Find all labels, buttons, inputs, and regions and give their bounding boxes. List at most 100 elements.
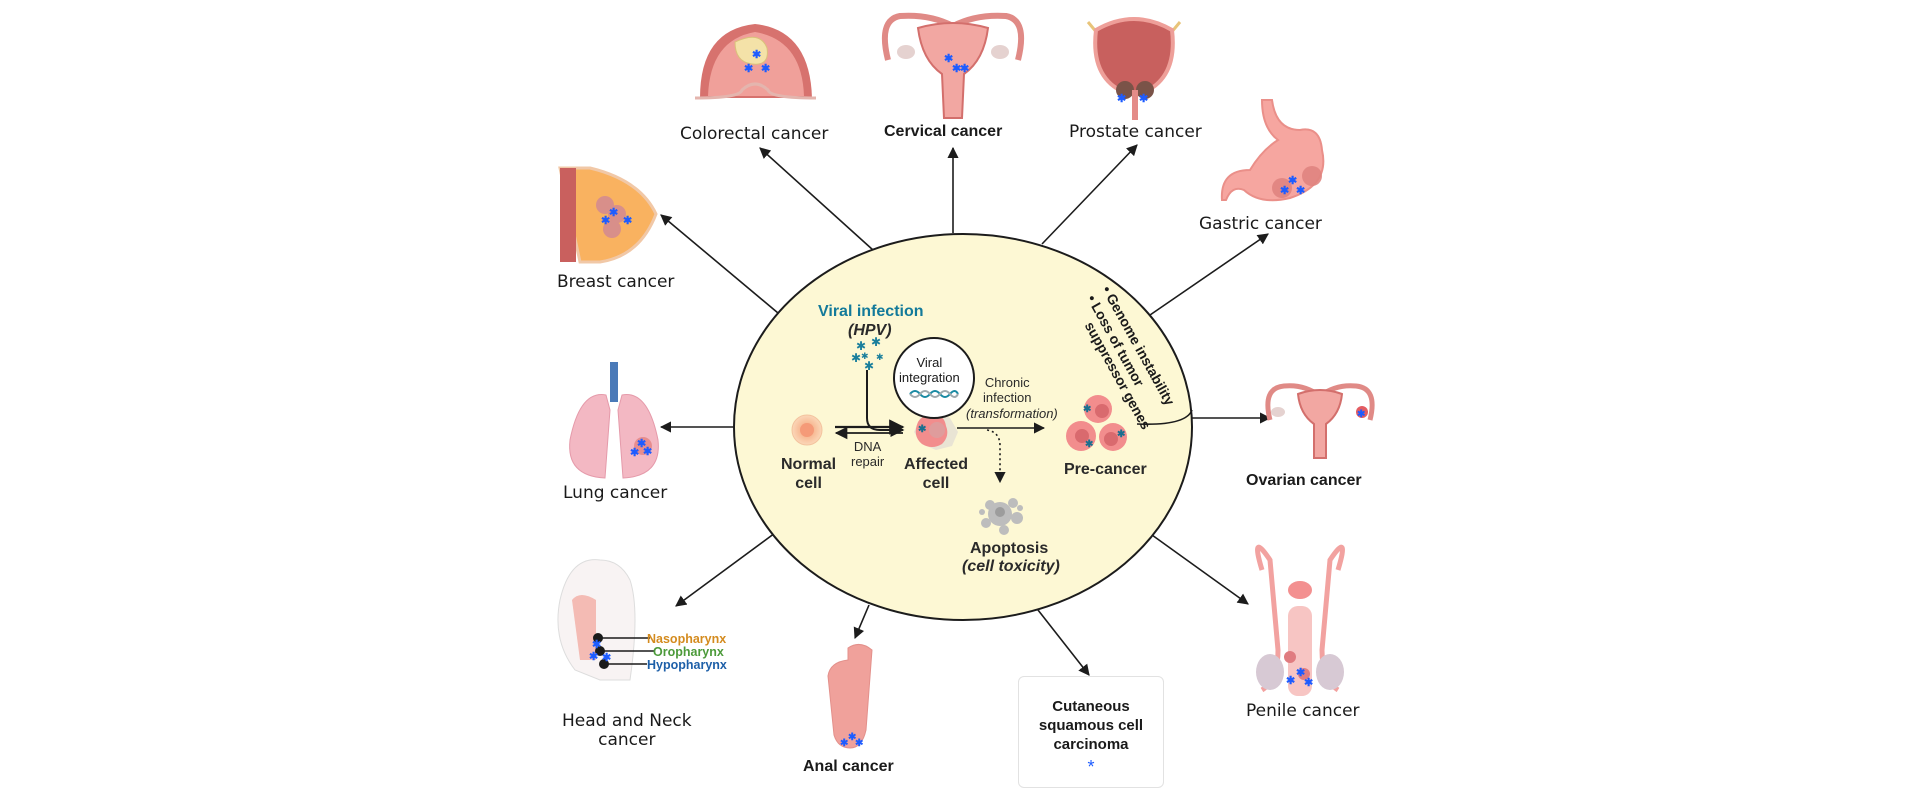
hpv-star-icon: ✱ xyxy=(864,359,874,373)
dna-icon xyxy=(909,390,959,398)
hpv-star-icon: ✱ xyxy=(876,353,884,363)
svg-text:✱: ✱ xyxy=(589,651,598,663)
svg-text:✱: ✱ xyxy=(1304,677,1313,689)
label-viral-integration: Viral integration xyxy=(899,355,960,385)
svg-text:✱: ✱ xyxy=(1280,185,1289,197)
svg-text:✱: ✱ xyxy=(1296,667,1305,679)
label-chronic-line1: Chronic xyxy=(984,375,1030,390)
central-ellipse xyxy=(733,233,1193,621)
svg-text:✱: ✱ xyxy=(848,732,857,743)
outward-arrows xyxy=(659,144,1272,676)
hpv-star-icon: ✱ xyxy=(861,352,869,362)
normal-cell-icon xyxy=(791,414,823,446)
cervical-illustration: ✱ ✱ ✱ xyxy=(882,12,1024,119)
gastric-illustration: ✱ ✱ ✱ xyxy=(1220,99,1325,202)
label-head-neck-line2: cancer xyxy=(598,730,656,750)
svg-text:✱: ✱ xyxy=(1288,175,1297,187)
label-breast-cancer: Breast cancer xyxy=(557,272,675,292)
svg-text:✱: ✱ xyxy=(1139,93,1148,105)
genome-bracket xyxy=(1136,409,1193,426)
svg-text:✱: ✱ xyxy=(1083,404,1092,415)
label-dna-repair: DNA repair xyxy=(851,439,884,469)
svg-text:✱: ✱ xyxy=(1117,93,1126,105)
label-normal-cell-line2: cell xyxy=(795,475,822,492)
arrow-to-breast xyxy=(660,214,779,314)
label-chronic-infection: Chronic infection xyxy=(983,375,1031,405)
svg-text:✱: ✱ xyxy=(630,447,639,459)
label-hpv: (HPV) xyxy=(848,322,892,339)
arrow-to-anal xyxy=(853,604,870,640)
lung-illustration: ✱ ✱ ✱ xyxy=(569,362,659,479)
arrow-to-prostate xyxy=(1041,144,1138,245)
svg-text:✱: ✱ xyxy=(1085,439,1094,450)
svg-text:✱: ✱ xyxy=(1357,409,1366,420)
svg-text:✱: ✱ xyxy=(1296,185,1305,197)
label-penile-cancer: Penile cancer xyxy=(1246,701,1360,721)
label-prostate-cancer: Prostate cancer xyxy=(1069,122,1202,142)
svg-text:✱: ✱ xyxy=(609,207,618,219)
svg-text:✱: ✱ xyxy=(952,63,961,75)
label-normal-cell: Normal cell xyxy=(781,455,836,493)
label-hypopharynx: Hypopharynx xyxy=(647,658,727,672)
arrow-to-penile xyxy=(1151,534,1249,605)
label-dna-repair-line1: DNA xyxy=(853,439,882,454)
label-transformation: (transformation) xyxy=(966,406,1058,421)
pre-cancer-cells-icon: ✱ ✱ ✱ xyxy=(1066,395,1127,451)
hpv-star-icon: ✱ xyxy=(851,351,861,365)
svg-text:✱: ✱ xyxy=(1117,429,1126,440)
cscc-line1: Cutaneous xyxy=(1052,698,1130,715)
label-chronic-line2: infection xyxy=(983,390,1032,405)
label-affected-cell-line2: cell xyxy=(922,475,950,492)
cscc-line3: carcinoma xyxy=(1053,736,1129,753)
cscc-box: Cutaneous squamous cell carcinoma * xyxy=(1018,676,1164,788)
label-oropharynx: Oropharynx xyxy=(653,645,724,659)
label-affected-cell-line1: Affected xyxy=(904,456,969,473)
label-nasopharynx: Nasopharynx xyxy=(647,632,727,646)
svg-text:✱: ✱ xyxy=(752,49,761,61)
hpv-particles: ✱ ✱ ✱ ✱ ✱ ✱ xyxy=(851,335,884,373)
ovarian-illustration: ✱ xyxy=(1265,383,1375,459)
label-affected-cell: Affected cell xyxy=(904,455,968,493)
svg-text:✱: ✱ xyxy=(637,438,646,450)
label-colorectal-cancer: Colorectal cancer xyxy=(680,124,829,144)
penile-illustration: ✱ ✱ ✱ xyxy=(1255,544,1345,696)
hpv-star-icon: ✱ xyxy=(871,335,881,349)
svg-text:✱: ✱ xyxy=(960,63,969,75)
head-neck-illustration: ✱ ✱ ✱ xyxy=(557,559,654,681)
label-gastric-cancer: Gastric cancer xyxy=(1199,214,1322,234)
label-head-neck-cancer: Head and Neck cancer xyxy=(562,712,692,750)
svg-text:✱: ✱ xyxy=(602,652,611,664)
apoptotic-cell-icon xyxy=(979,498,1023,535)
label-apoptosis: Apoptosis xyxy=(970,540,1049,557)
label-viral-infection: Viral infection xyxy=(818,303,924,320)
label-dna-repair-line2: repair xyxy=(851,454,885,469)
label-cell-toxicity: (cell toxicity) xyxy=(962,558,1060,575)
cscc-line2: squamous cell xyxy=(1038,717,1144,734)
breast-illustration: ✱ ✱ ✱ xyxy=(558,166,658,264)
label-lung-cancer: Lung cancer xyxy=(563,483,668,503)
arrow-to-head-neck xyxy=(675,532,776,607)
arrow-to-cscc xyxy=(1037,609,1090,676)
anal-illustration: ✱ ✱ ✱ xyxy=(827,644,873,749)
svg-text:✱: ✱ xyxy=(592,639,601,651)
svg-text:✱: ✱ xyxy=(761,63,770,75)
prostate-illustration: ✱ ✱ xyxy=(1086,17,1182,120)
viral-integration-circle xyxy=(893,337,975,419)
label-viral-integration-line1: Viral xyxy=(916,355,943,370)
label-cervical-cancer: Cervical cancer xyxy=(884,123,1003,140)
label-viral-integration-line2: integration xyxy=(899,370,960,385)
label-head-neck-line1: Head and Neck xyxy=(562,711,692,731)
hpv-star-icon: ✱ xyxy=(856,339,866,353)
svg-text:✱: ✱ xyxy=(1286,675,1295,687)
affected-cell-icon: ✱ xyxy=(914,412,958,450)
svg-text:✱: ✱ xyxy=(944,53,953,65)
affected-star-icon: ✱ xyxy=(918,424,927,435)
svg-text:✱: ✱ xyxy=(643,446,652,458)
label-anal-cancer: Anal cancer xyxy=(803,758,894,775)
label-pre-cancer: Pre-cancer xyxy=(1064,461,1147,478)
arrow-to-colorectal xyxy=(759,147,874,251)
svg-text:✱: ✱ xyxy=(855,738,864,749)
label-normal-cell-line1: Normal xyxy=(781,456,837,473)
label-ovarian-cancer: Ovarian cancer xyxy=(1246,472,1362,489)
